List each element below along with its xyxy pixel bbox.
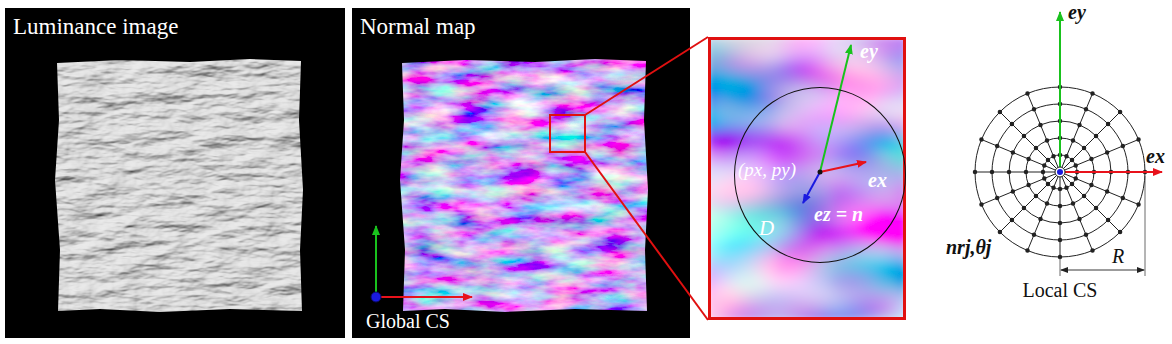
- panel-title: Normal map: [360, 14, 476, 40]
- panel-ground: [5, 8, 345, 338]
- dimension-extension: [1145, 176, 1146, 276]
- dimension-extension: [1060, 258, 1061, 276]
- zoom-leader: [585, 152, 708, 320]
- axis-label: ey: [1068, 1, 1086, 24]
- image-panel: Normal mapGlobal CS: [352, 8, 690, 338]
- sample-normal-label: nrj,θj: [944, 236, 993, 259]
- local-origin: [1057, 169, 1063, 175]
- local-origin: [1055, 167, 1065, 177]
- zoom-inset: (px, py) ey exez = n D: [708, 37, 906, 320]
- panel-title: Luminance image: [13, 14, 178, 40]
- zoom-selection: [550, 115, 585, 152]
- local-x-axis: [820, 162, 866, 172]
- center-point: [818, 170, 823, 175]
- dimension-line: [1061, 270, 1144, 271]
- cs-caption: Global CS: [366, 310, 450, 333]
- disk-region: D: [734, 87, 906, 263]
- global-z-axis: [371, 292, 381, 302]
- global-x-axis: [376, 296, 472, 298]
- axis-label: ez = n: [814, 203, 863, 226]
- local-y-axis: [1059, 12, 1061, 172]
- axis-label: ex: [868, 169, 887, 192]
- panel-ground: [352, 8, 690, 338]
- region-label: D: [759, 216, 774, 240]
- local-y-axis: [820, 45, 851, 172]
- normal-map-terrain: [400, 59, 648, 312]
- dimension-label: R: [1112, 245, 1124, 268]
- local-z-axis: [803, 172, 820, 203]
- image-panel: Luminance image: [5, 8, 345, 338]
- cs-caption: Local CS: [1023, 279, 1098, 302]
- axis-label: ey: [860, 40, 878, 63]
- axis-label: ex: [1146, 145, 1165, 168]
- zoom-normal-map: [708, 37, 906, 320]
- global-y-axis: [375, 226, 377, 297]
- point-label: (px, py): [738, 159, 796, 181]
- zoom-leader: [585, 37, 708, 115]
- local-x-axis: [1060, 171, 1162, 173]
- luminance-terrain: [55, 59, 303, 312]
